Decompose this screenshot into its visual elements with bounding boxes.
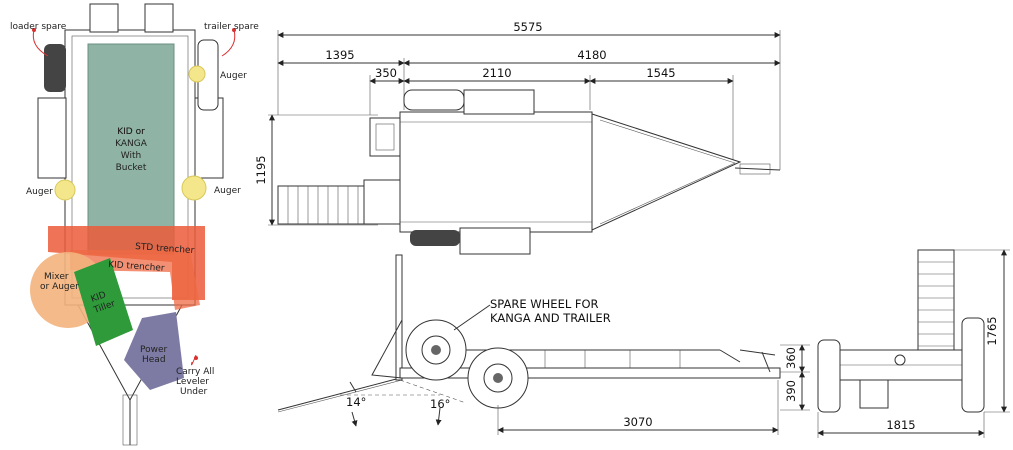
label-mixer-2: or Auger	[40, 282, 79, 292]
hitch	[122, 394, 138, 446]
std-trencher-block	[48, 226, 205, 300]
dim-width: 1195	[254, 155, 268, 184]
label-kid-1: KID or	[117, 127, 145, 137]
side-note-2: KANGA AND TRAILER	[490, 311, 611, 325]
label-kid-trencher: KID trencher	[108, 260, 165, 274]
label-auger-left: Auger	[26, 187, 53, 197]
dim-rail-height: 360	[784, 347, 798, 369]
dim-ramp-angle: 14°	[346, 395, 366, 409]
dim-front-section: 1395	[325, 48, 354, 62]
label-loader-spare: loader spare	[10, 22, 67, 32]
dim-drawbar-length: 1545	[646, 66, 675, 80]
loader-spare-tyre	[44, 44, 66, 92]
kid-kanga-label: KID or	[117, 127, 145, 137]
label-std-trencher: STD trencher	[135, 242, 195, 256]
side-view	[277, 254, 810, 435]
wheel-right	[194, 97, 224, 179]
side-ramp-post	[395, 254, 403, 381]
label-kid-4: Bucket	[116, 163, 147, 173]
end-wheel-left	[817, 339, 841, 413]
label-kid-3: With	[121, 151, 141, 161]
label-mixer-1: Mixer	[44, 272, 69, 282]
ramp-left	[89, 3, 119, 33]
label-kid-tiller-1: KID	[90, 290, 108, 305]
label-carry-all-1: Carry All	[176, 367, 214, 377]
kid-tiller-block	[74, 258, 133, 346]
end-view	[817, 249, 1010, 438]
dim-deck-height: 390	[784, 380, 798, 402]
plan-drawbar	[591, 113, 742, 231]
label-power-head-1: Power	[140, 345, 168, 355]
side-ramp	[277, 377, 401, 411]
label-kid-2: KANGA	[115, 139, 148, 149]
label-auger-top: Auger	[220, 71, 247, 81]
auger-right	[181, 175, 207, 201]
plan-wheel-top	[463, 89, 535, 115]
ramp-right	[144, 3, 174, 33]
plan-spare-wheel	[403, 89, 465, 111]
side-deck	[399, 367, 781, 379]
plan-tyre-bottom	[410, 230, 460, 246]
wheel-left	[37, 97, 67, 179]
power-head-block	[124, 312, 184, 390]
label-trailer-spare: trailer spare	[204, 22, 259, 32]
auger-left	[54, 179, 76, 201]
dim-end-height: 1765	[985, 316, 999, 345]
trailer-deck	[71, 35, 189, 299]
end-wheel-right	[961, 317, 985, 413]
dim-deck-length: 2110	[482, 66, 511, 80]
dim-ramp-offset: 350	[375, 66, 397, 80]
dim-axle-to-hitch: 3070	[623, 415, 652, 429]
side-note-1: SPARE WHEEL FOR	[490, 297, 599, 311]
plan-view	[268, 30, 781, 255]
loading-layout: KID or	[30, 3, 236, 446]
auger-top-right	[188, 65, 206, 83]
label-power-head-2: Head	[142, 355, 166, 365]
dim-tail-angle: 16°	[430, 397, 450, 411]
kid-kanga-block	[87, 43, 175, 255]
plan-deck	[399, 111, 593, 233]
dim-overall: 5575	[513, 20, 542, 34]
dim-end-width: 1815	[886, 418, 915, 432]
plan-ramp-top	[369, 117, 401, 157]
dim-rear-section: 4180	[577, 48, 606, 62]
label-auger-right: Auger	[214, 186, 241, 196]
plan-wheel-bottom	[459, 227, 531, 255]
label-carry-all-3: Under	[180, 387, 208, 397]
plan-ramp-slats	[287, 186, 359, 224]
plan-ramp-rear	[277, 185, 365, 225]
label-carry-all-2: Leveler	[176, 377, 209, 387]
